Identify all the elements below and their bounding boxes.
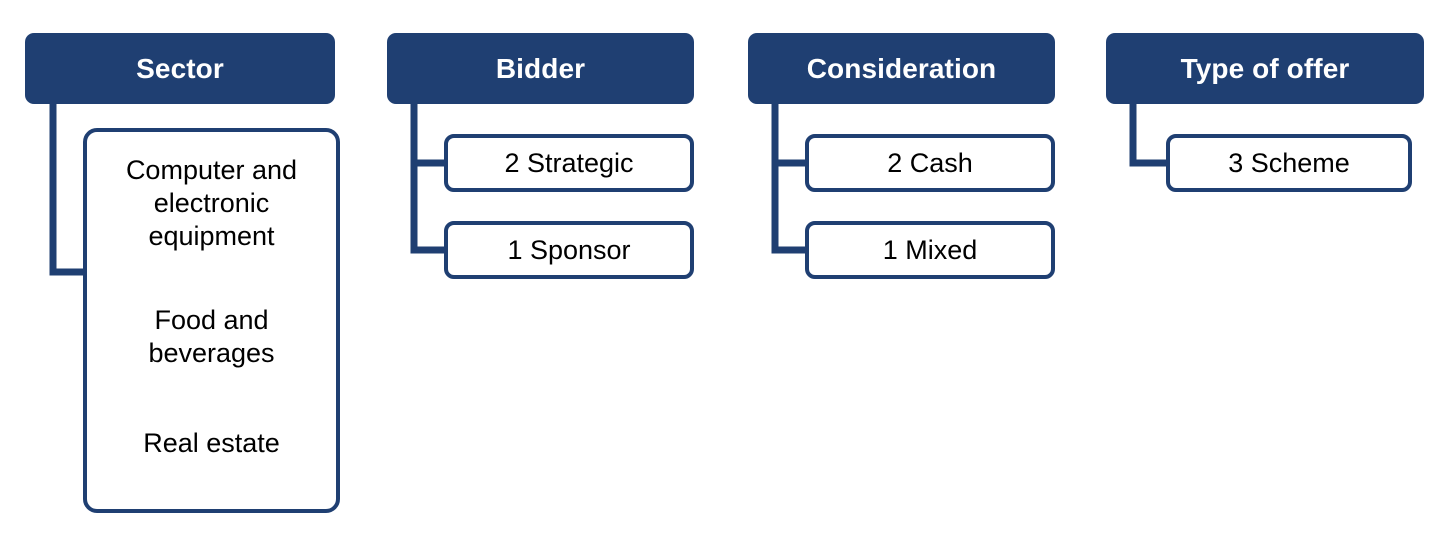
list-item: Food and beverages (87, 304, 336, 370)
sector-entry-line: Real estate (143, 428, 280, 458)
list-item: Computer and electronic equipment (87, 154, 336, 253)
bidder-item-sponsor[interactable]: 1 Sponsor (444, 221, 694, 279)
sector-entry-line: equipment (148, 221, 275, 251)
type-of-offer-item-scheme[interactable]: 3 Scheme (1166, 134, 1412, 192)
sector-entry-line: Food and (154, 305, 269, 335)
list-item: Real estate (87, 427, 336, 460)
consideration-item-mixed[interactable]: 1 Mixed (805, 221, 1055, 279)
consideration-item-cash[interactable]: 2 Cash (805, 134, 1055, 192)
column-header-type-of-offer[interactable]: Type of offer (1106, 33, 1424, 104)
bidder-item-strategic[interactable]: 2 Strategic (444, 134, 694, 192)
sector-entry-line: electronic (153, 188, 270, 218)
sector-entry-line: Computer and (125, 155, 298, 185)
sector-list-box[interactable]: Computer and electronic equipment Food a… (83, 128, 340, 513)
column-header-consideration[interactable]: Consideration (748, 33, 1055, 104)
sector-entry-line: beverages (148, 338, 275, 368)
column-header-sector[interactable]: Sector (25, 33, 335, 104)
column-header-bidder[interactable]: Bidder (387, 33, 694, 104)
